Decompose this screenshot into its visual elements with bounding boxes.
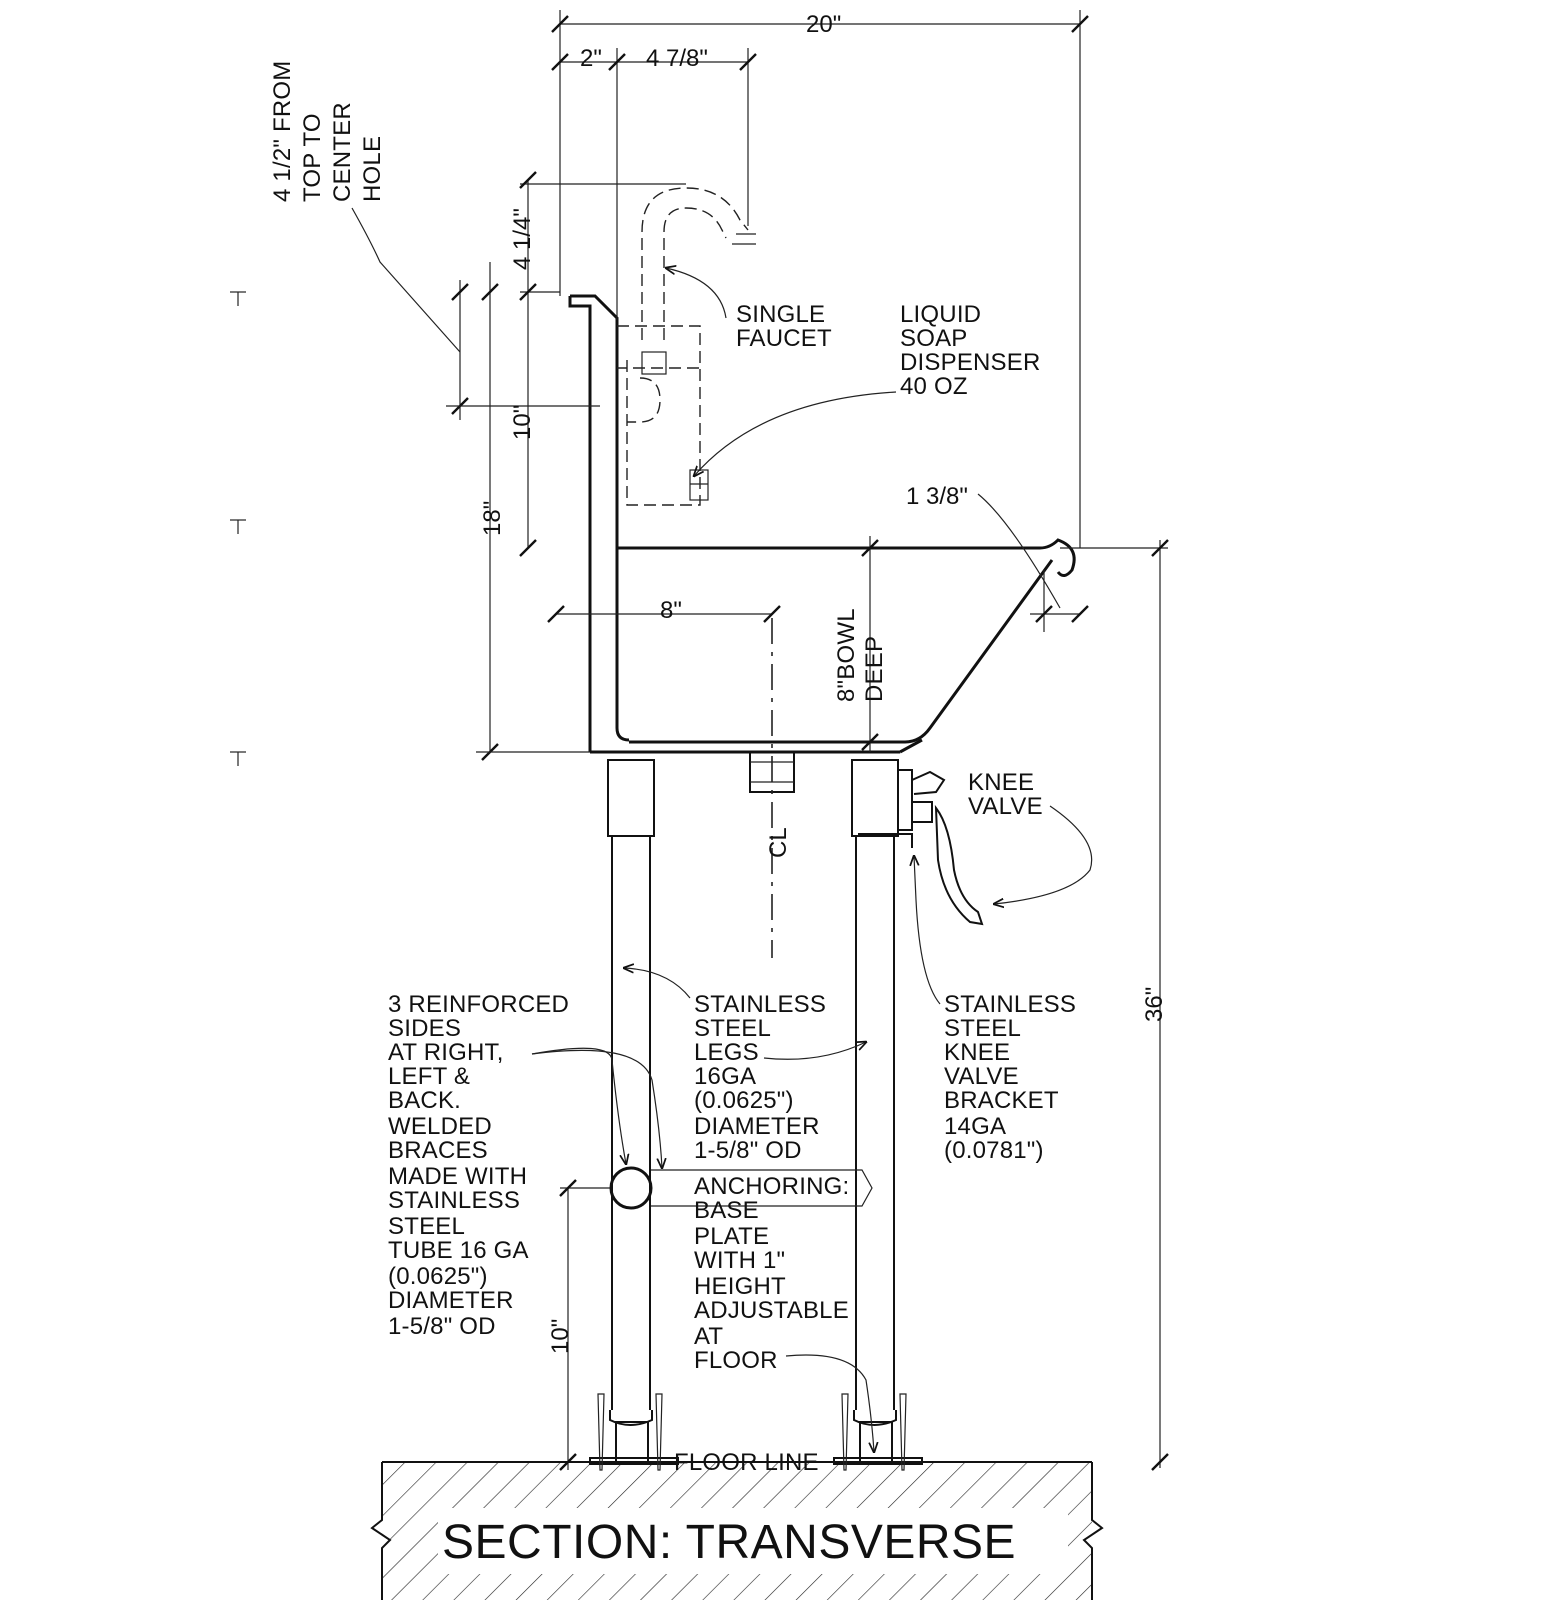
anchor-bolts: [597, 1393, 907, 1471]
legs-line-1: STAINLESS: [694, 991, 826, 1018]
hole-note-line-4: HOLE: [359, 136, 386, 202]
anchoring-line-4: WITH 1": [694, 1247, 785, 1274]
dim-bowl-width: 8": [660, 597, 682, 624]
bowl-depth-label: 8"BOWL DEEP: [833, 608, 888, 702]
legs-line-2: STEEL: [694, 1015, 771, 1042]
faucet-label: SINGLE FAUCET: [736, 301, 832, 352]
braces-line-14: 1-5/8" OD: [388, 1313, 496, 1340]
braces-line-7: BRACES: [388, 1137, 488, 1164]
legs-line-3: LEGS: [694, 1039, 759, 1066]
dim-backsplash-height: 10": [509, 405, 536, 440]
faucet-label-line-2: FAUCET: [736, 325, 832, 352]
anchoring-label: ANCHORING: BASE PLATE WITH 1" HEIGHT ADJ…: [694, 1173, 849, 1374]
hole-note-leader: [351, 207, 461, 353]
floor-line-label: FLOOR LINE: [674, 1449, 819, 1476]
braces-line-11: TUBE 16 GA: [388, 1237, 529, 1264]
drawing-title: SECTION: TRANSVERSE: [442, 1516, 1016, 1569]
knee-valve-label: KNEE VALVE: [968, 769, 1043, 820]
anchoring-line-7: AT: [694, 1323, 723, 1350]
faucet-label-line-1: SINGLE: [736, 301, 825, 328]
legs-line-7: 1-5/8" OD: [694, 1137, 802, 1164]
sink-body: [568, 294, 1076, 793]
bracket-label: STAINLESS STEEL KNEE VALVE BRACKET 14GA …: [944, 991, 1076, 1164]
braces-line-8: MADE WITH: [388, 1163, 527, 1190]
legs-line-5: (0.0625"): [694, 1087, 794, 1114]
dim-brace-height: 10": [547, 1319, 574, 1354]
dim-spout-reach: 4 7/8": [646, 45, 708, 72]
braces-line-10: STEEL: [388, 1213, 465, 1240]
legs-line-6: DIAMETER: [694, 1113, 820, 1140]
braces-line-9: STAINLESS: [388, 1187, 520, 1214]
dim-overall-width: 20": [806, 11, 841, 38]
floor-slab: [370, 1461, 1104, 1600]
knee-valve-label-line-2: VALVE: [968, 793, 1043, 820]
hole-note-line-2: TOP TO: [299, 113, 326, 202]
bracket-line-2: STEEL: [944, 1015, 1021, 1042]
dim-rim-radius: 1 3/8": [906, 483, 968, 510]
centerline-label: CL: [765, 827, 792, 858]
hole-note-line-1: 4 1/2" FROM: [269, 61, 296, 202]
knee-valve: [858, 769, 984, 926]
bracket-line-5: BRACKET: [944, 1087, 1059, 1114]
bracket-line-4: VALVE: [944, 1063, 1019, 1090]
anchoring-line-2: BASE: [694, 1197, 759, 1224]
braces-line-2: SIDES: [388, 1015, 461, 1042]
soap-label-line-3: DISPENSER: [900, 349, 1041, 376]
dim-overall-height: 36": [1141, 987, 1168, 1022]
right-leg: [833, 759, 923, 1465]
soap-dispenser: [626, 360, 709, 506]
braces-label: 3 REINFORCED SIDES AT RIGHT, LEFT & BACK…: [388, 991, 569, 1340]
bowl-depth-line-2: DEEP: [861, 636, 888, 702]
dim-backsplash-offset: 2": [580, 45, 602, 72]
anchoring-line-3: PLATE: [694, 1223, 769, 1250]
bracket-line-7: (0.0781"): [944, 1137, 1044, 1164]
bracket-line-3: KNEE: [944, 1039, 1010, 1066]
soap-label-line-2: SOAP: [900, 325, 968, 352]
braces-line-3: AT RIGHT,: [388, 1039, 504, 1066]
anchoring-line-5: HEIGHT: [694, 1273, 786, 1300]
dimension-lines: [446, 10, 1169, 1471]
hole-note-line-3: CENTER: [329, 102, 356, 202]
anchoring-line-6: ADJUSTABLE: [694, 1297, 849, 1324]
dim-faucet-height: 4 1/4": [509, 208, 536, 270]
left-leg: [589, 759, 679, 1465]
leader-lines: [531, 268, 1093, 1452]
anchoring-line-8: FLOOR: [694, 1347, 778, 1374]
braces-line-4: LEFT &: [388, 1063, 470, 1090]
dim-bowl-to-top: 18": [479, 501, 506, 536]
knee-valve-label-line-1: KNEE: [968, 769, 1034, 796]
soap-label: LIQUID SOAP DISPENSER 40 OZ: [900, 301, 1041, 400]
soap-label-line-4: 40 OZ: [900, 373, 968, 400]
legs-line-4: 16GA: [694, 1063, 756, 1090]
braces-line-5: BACK.: [388, 1087, 461, 1114]
braces-line-1: 3 REINFORCED: [388, 991, 569, 1018]
faucet: [617, 187, 756, 375]
bowl-depth-line-1: 8"BOWL: [833, 608, 860, 702]
braces-line-13: DIAMETER: [388, 1287, 514, 1314]
soap-label-line-1: LIQUID: [900, 301, 981, 328]
brace-tube-section: [609, 1166, 653, 1210]
margin-ticks: [230, 291, 246, 766]
hole-note: 4 1/2" FROM TOP TO CENTER HOLE: [269, 61, 386, 202]
legs-label: STAINLESS STEEL LEGS 16GA (0.0625") DIAM…: [694, 991, 826, 1164]
braces-line-12: (0.0625"): [388, 1263, 488, 1290]
braces-line-6: WELDED: [388, 1113, 492, 1140]
bracket-line-6: 14GA: [944, 1113, 1006, 1140]
bracket-line-1: STAINLESS: [944, 991, 1076, 1018]
anchoring-line-1: ANCHORING:: [694, 1173, 849, 1200]
